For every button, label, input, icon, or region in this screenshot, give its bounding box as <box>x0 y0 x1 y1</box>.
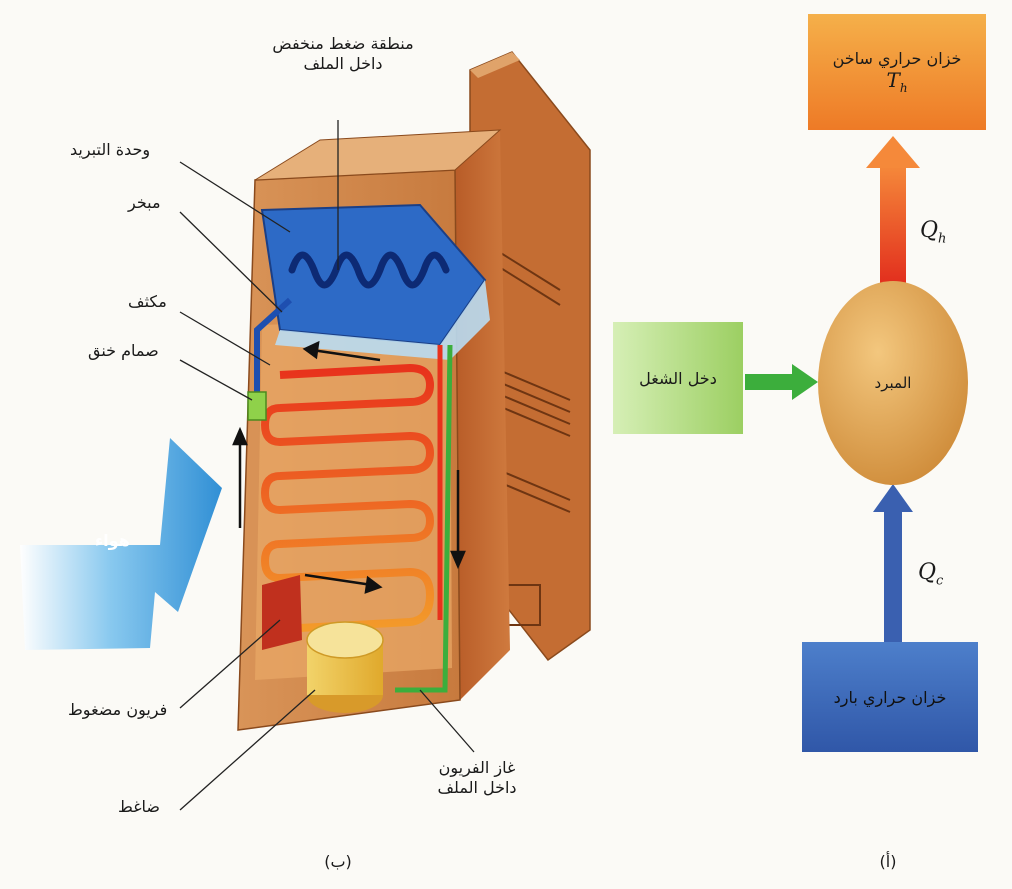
engine-circle <box>818 281 968 485</box>
cold-heat-arrow-head <box>873 484 913 512</box>
air-arrow <box>20 438 222 650</box>
fridge-top <box>254 129 502 181</box>
heat-hot-label: Qh <box>920 218 946 246</box>
leader-lines <box>179 120 475 811</box>
engine-text: المبرد <box>818 281 968 485</box>
hot-temperature: Th <box>886 68 907 95</box>
compressor <box>306 621 384 713</box>
cold-heat-arrow-shaft <box>884 505 902 645</box>
condenser-label: مكثف <box>128 292 167 311</box>
low-pressure-pipe <box>254 297 293 392</box>
heat-cold-symbol: Q <box>918 560 937 585</box>
freon-gas-pipe <box>395 344 453 693</box>
hot-heat-arrow-head <box>866 136 920 168</box>
heat-cold-subscript: c <box>936 573 944 589</box>
hot-reservoir-text: خزان حراري ساخن Th <box>808 14 986 130</box>
work-input-box <box>613 322 743 434</box>
hot-reservoir-box <box>808 14 986 130</box>
cold-reservoir-label: خزان حراري بارد <box>833 687 947 707</box>
evaporator-label: مبخر <box>128 193 161 212</box>
work-arrow-head <box>792 364 818 400</box>
energy-flow-diagram <box>613 14 986 752</box>
flow-arrows <box>232 340 466 594</box>
compressed-freon-block <box>262 575 302 650</box>
air-label: هواء <box>95 531 130 550</box>
work-input-label: دخل الشغل <box>639 368 717 388</box>
low-pressure-label-line2: داخل الملف <box>303 54 383 73</box>
cold-reservoir-box <box>802 642 978 752</box>
heat-hot-symbol: Q <box>920 218 939 243</box>
engine-label: المبرد <box>874 374 912 392</box>
low-pressure-label-line1: منطقة ضغط منخفض <box>272 34 414 53</box>
compressed-freon-label: فريون مضغوط <box>68 700 168 719</box>
condenser-coil <box>261 364 434 632</box>
caption-b: (ب) <box>324 852 352 871</box>
freon-gas-label-line2: داخل الملف <box>437 778 517 797</box>
throttle-valve <box>247 391 267 421</box>
cold-reservoir-text: خزان حراري بارد <box>802 642 978 752</box>
evaporator-coil <box>288 251 450 289</box>
work-arrow-shaft <box>745 374 795 390</box>
heat-hot-subscript: h <box>938 231 947 247</box>
freon-gas-label: غاز الفريون داخل الملف <box>422 758 532 798</box>
hot-temp-symbol: T <box>886 68 900 92</box>
hot-temp-subscript: h <box>899 81 908 95</box>
caption-a: (أ) <box>879 852 897 871</box>
door-edge <box>470 52 520 78</box>
low-pressure-label: منطقة ضغط منخفض داخل الملف <box>258 34 428 74</box>
hot-reservoir-label: خزان حراري ساخن <box>832 49 962 68</box>
work-input-text: دخل الشغل <box>613 322 743 434</box>
freon-gas-label-line1: غاز الفريون <box>438 758 516 777</box>
cooling-unit-label: وحدة التبريد <box>70 140 151 159</box>
heat-cold-label: Qc <box>918 560 943 588</box>
cooling-unit-glass <box>275 280 490 360</box>
refrigerator-illustration <box>20 51 591 731</box>
compressor-label: ضاغط <box>118 797 161 816</box>
throttle-valve-label: صمام خنق <box>88 341 159 360</box>
hot-heat-arrow-shaft <box>880 165 906 290</box>
